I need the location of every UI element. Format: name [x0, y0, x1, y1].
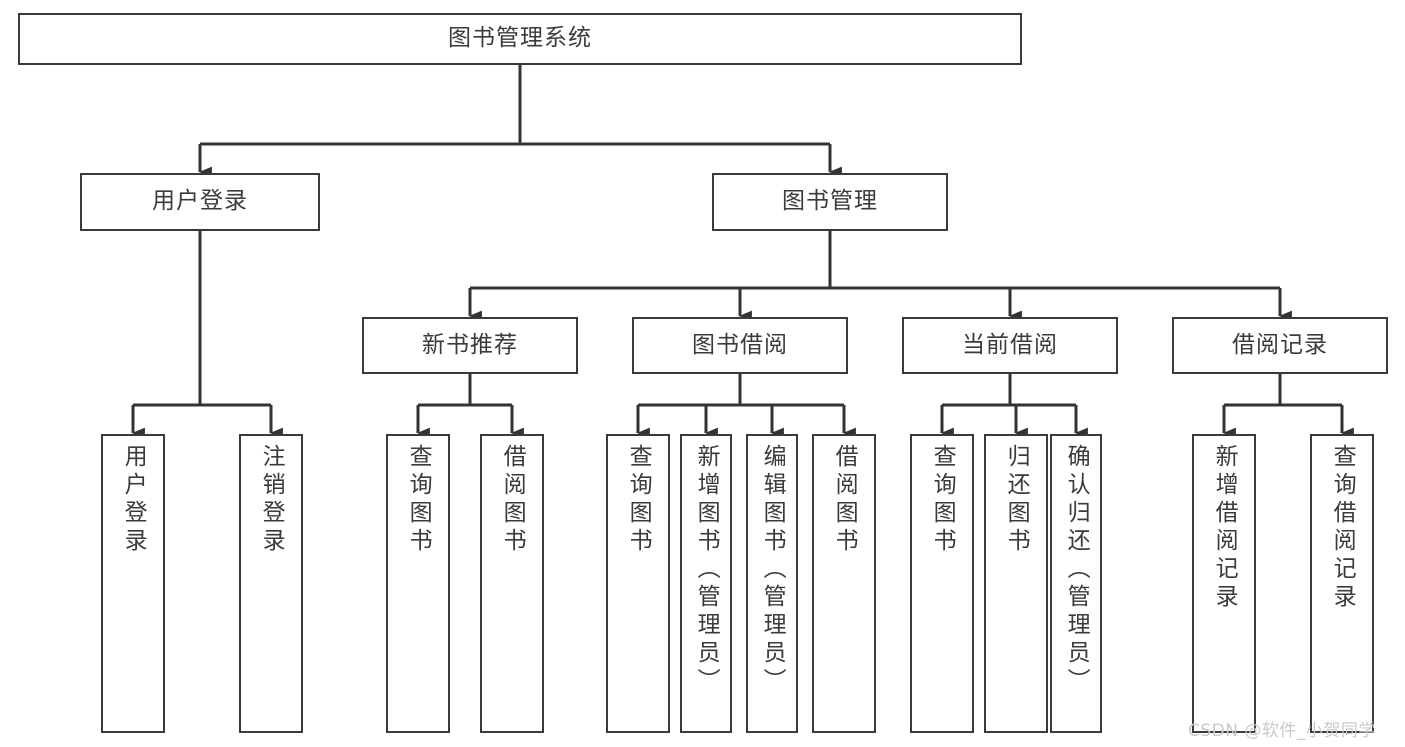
node-label: 新增图书（管理员）	[693, 444, 720, 696]
node-label: 编辑图书（管理员）	[759, 444, 786, 696]
node-cu_confirm[interactable]: 确认归还（管理员）	[1050, 434, 1102, 733]
node-label: 新书推荐	[422, 331, 518, 358]
node-nb_query[interactable]: 查询图书	[386, 434, 450, 733]
node-rc_query[interactable]: 查询借阅记录	[1310, 434, 1374, 733]
node-borrow[interactable]: 图书借阅	[632, 317, 848, 374]
node-label: 用户登录	[120, 444, 147, 556]
node-nb_borrow[interactable]: 借阅图书	[480, 434, 544, 733]
node-label: 借阅图书	[499, 444, 526, 556]
node-label: 查询图书	[929, 444, 956, 556]
node-sys[interactable]: 图书管理系统	[18, 13, 1022, 65]
node-label: 查询借阅记录	[1329, 444, 1356, 612]
node-leaf_user_login[interactable]: 用户登录	[101, 434, 165, 733]
node-label: 当前借阅	[962, 331, 1058, 358]
node-cu_return[interactable]: 归还图书	[984, 434, 1048, 733]
node-br_borrow[interactable]: 借阅图书	[812, 434, 876, 733]
watermark: CSDN @软件_小贺同学	[1188, 721, 1376, 741]
node-rc_add[interactable]: 新增借阅记录	[1192, 434, 1256, 733]
node-label: 图书管理	[782, 188, 878, 215]
node-label: 确认归还（管理员）	[1063, 444, 1090, 696]
node-label: 查询图书	[405, 444, 432, 556]
node-current[interactable]: 当前借阅	[902, 317, 1118, 374]
node-br_add[interactable]: 新增图书（管理员）	[680, 434, 732, 733]
node-label: 图书管理系统	[448, 25, 592, 52]
node-label: 图书借阅	[692, 331, 788, 358]
node-label: 注销登录	[258, 444, 285, 556]
node-label: 借阅图书	[831, 444, 858, 556]
node-cu_query[interactable]: 查询图书	[910, 434, 974, 733]
node-label: 用户登录	[152, 188, 248, 215]
node-label: 借阅记录	[1232, 331, 1328, 358]
node-newbook[interactable]: 新书推荐	[362, 317, 578, 374]
node-label: 归还图书	[1003, 444, 1030, 556]
node-login[interactable]: 用户登录	[80, 173, 320, 231]
node-br_edit[interactable]: 编辑图书（管理员）	[746, 434, 798, 733]
node-record[interactable]: 借阅记录	[1172, 317, 1388, 374]
node-label: 新增借阅记录	[1211, 444, 1238, 612]
node-bookmgmt[interactable]: 图书管理	[712, 173, 948, 231]
node-label: 查询图书	[625, 444, 652, 556]
node-br_query[interactable]: 查询图书	[606, 434, 670, 733]
node-leaf_logout[interactable]: 注销登录	[239, 434, 303, 733]
